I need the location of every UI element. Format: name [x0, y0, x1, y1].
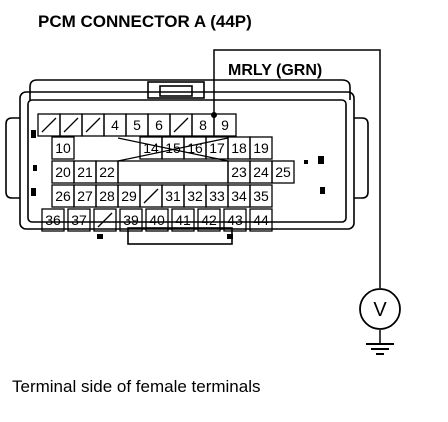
terminal-cell: 4 — [103, 113, 127, 137]
empty-terminal — [96, 137, 118, 159]
terminal-cell: 24 — [249, 160, 273, 184]
terminal-number: 18 — [231, 140, 247, 156]
terminal-number: 19 — [253, 140, 269, 156]
terminal-number: 17 — [209, 140, 225, 156]
unused-terminal — [37, 113, 61, 137]
terminal-cell: 41 — [171, 208, 195, 232]
terminal-cell: 42 — [197, 208, 221, 232]
terminal-number: 23 — [231, 164, 247, 180]
terminal-number: 22 — [99, 164, 115, 180]
terminal-number: 4 — [111, 117, 119, 133]
terminal-cell: 25 — [271, 160, 295, 184]
test-wire — [213, 49, 394, 355]
terminal-cell: 37 — [67, 208, 91, 232]
unused-terminal — [169, 113, 193, 137]
wire-label: MRLY (GRN) — [228, 62, 322, 79]
terminal-number: 40 — [149, 212, 165, 228]
terminal-cell: 28 — [95, 184, 119, 208]
terminal-number: 27 — [77, 188, 93, 204]
terminal-number: 43 — [227, 212, 243, 228]
diagram-caption: Terminal side of female terminals — [12, 377, 260, 396]
terminal-number: 34 — [231, 188, 247, 204]
terminal-row: 26 27 28 29 31 32 33 34 35 — [51, 184, 273, 208]
terminal-number: 32 — [187, 188, 203, 204]
unused-terminal — [139, 184, 163, 208]
terminal-cell: 6 — [147, 113, 171, 137]
terminal-number: 5 — [133, 117, 141, 133]
terminal-number: 21 — [77, 164, 93, 180]
terminal-cell: 22 — [95, 160, 119, 184]
terminal-number: 15 — [165, 140, 181, 156]
terminal-cell: 26 — [51, 184, 75, 208]
terminal-number: 37 — [71, 212, 87, 228]
terminal-cell: 9 — [213, 113, 237, 137]
terminal-number: 20 — [55, 164, 71, 180]
terminal-number: 44 — [253, 212, 269, 228]
terminal-number: 26 — [55, 188, 71, 204]
terminal-cell: 39 — [119, 208, 143, 232]
terminal-cell: 34 — [227, 184, 251, 208]
terminal-cell: 27 — [73, 184, 97, 208]
unused-terminal — [93, 208, 117, 232]
terminal-number: 29 — [121, 188, 137, 204]
connector-housing — [5, 79, 369, 245]
diagram-title: PCM CONNECTOR A (44P) — [38, 12, 252, 31]
terminal-number: 10 — [55, 140, 71, 156]
terminal-cell: 43 — [223, 208, 247, 232]
voltmeter-label: V — [373, 299, 387, 321]
terminal-row: 36 37 39 40 41 42 43 44 — [41, 208, 273, 232]
unused-terminal — [59, 113, 83, 137]
terminal-number: 24 — [253, 164, 269, 180]
terminal-cell: 18 — [227, 136, 251, 160]
cross-line — [117, 137, 229, 162]
terminal-number: 42 — [201, 212, 217, 228]
terminal-cell: 23 — [227, 160, 251, 184]
terminal-number: 36 — [45, 212, 61, 228]
terminal-cell: 5 — [125, 113, 149, 137]
terminal-cell: 32 — [183, 184, 207, 208]
empty-terminal — [74, 137, 96, 159]
terminal-cell: 8 — [191, 113, 215, 137]
terminal-cell: 21 — [73, 160, 97, 184]
terminal-cell: 35 — [249, 184, 273, 208]
terminal-row: 20 21 22 23 24 25 — [51, 137, 295, 184]
voltmeter-icon: V — [359, 288, 401, 330]
terminal-cell: 40 — [145, 208, 169, 232]
housing-marks — [31, 130, 325, 239]
terminal-number: 33 — [209, 188, 225, 204]
terminal-cell: 29 — [117, 184, 141, 208]
terminal-number: 6 — [155, 117, 163, 133]
terminal-number: 39 — [123, 212, 139, 228]
terminal-number: 35 — [253, 188, 269, 204]
terminal-number: 41 — [175, 212, 191, 228]
terminal-number: 31 — [165, 188, 181, 204]
terminal-number: 8 — [199, 117, 207, 133]
terminal-number: 9 — [221, 117, 229, 133]
probe-point — [211, 112, 217, 118]
terminal-cell: 19 — [249, 136, 273, 160]
terminal-cell: 10 — [51, 136, 75, 160]
terminal-cell: 44 — [249, 208, 273, 232]
terminal-cell: 20 — [51, 160, 75, 184]
terminal-cell: 31 — [161, 184, 185, 208]
terminal-cell: 33 — [205, 184, 229, 208]
terminal-number: 28 — [99, 188, 115, 204]
unused-terminal — [81, 113, 105, 137]
terminal-number: 25 — [275, 164, 291, 180]
terminal-cell: 36 — [41, 208, 65, 232]
